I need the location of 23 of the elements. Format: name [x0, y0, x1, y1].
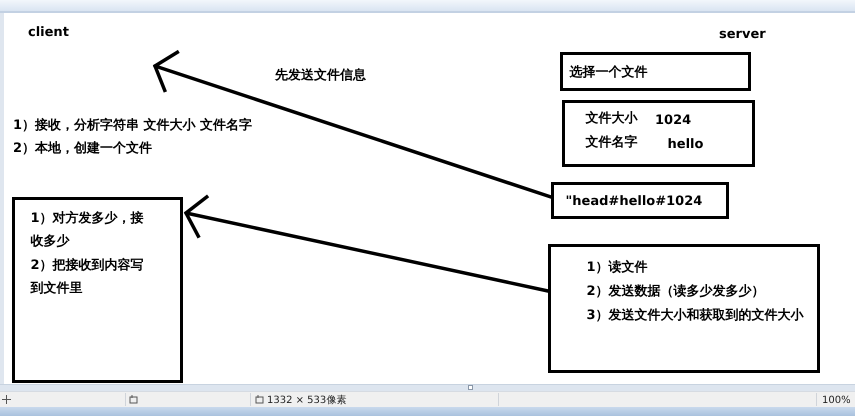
canvas-size-text: 1332 × 533像素: [267, 395, 346, 407]
note-box: [548, 244, 820, 373]
note-box: [12, 197, 183, 383]
step-text: 1）读文件: [586, 260, 648, 276]
note-box: [560, 52, 751, 91]
note-box: [551, 182, 729, 219]
note-text: 1）接收，分析字符串 文件大小 文件名字: [13, 118, 252, 134]
step-text: 2）把接收到内容写到文件里: [30, 256, 145, 298]
step-text: 3）发送文件大小和获取到的文件大小: [586, 308, 804, 324]
client-heading: client: [28, 25, 69, 41]
step-text: 1）对方发多少，接收多少: [30, 210, 145, 252]
note-text: 2）本地，创建一个文件: [13, 141, 152, 157]
server-heading: server: [719, 27, 766, 43]
field-name: 文件大小: [586, 110, 638, 126]
message-text: "head#hello#1024: [566, 194, 702, 210]
box-label: 选择一个文件: [570, 64, 648, 80]
field-value: hello: [668, 136, 704, 152]
step-text: 2）发送数据（读多少发多少）: [586, 284, 765, 300]
field-name: 文件名字: [586, 134, 638, 150]
field-value: 1024: [655, 113, 692, 129]
note-box: [562, 100, 755, 167]
zoom-level-text: 100%: [822, 395, 851, 407]
edge-label: 先发送文件信息: [275, 68, 366, 84]
